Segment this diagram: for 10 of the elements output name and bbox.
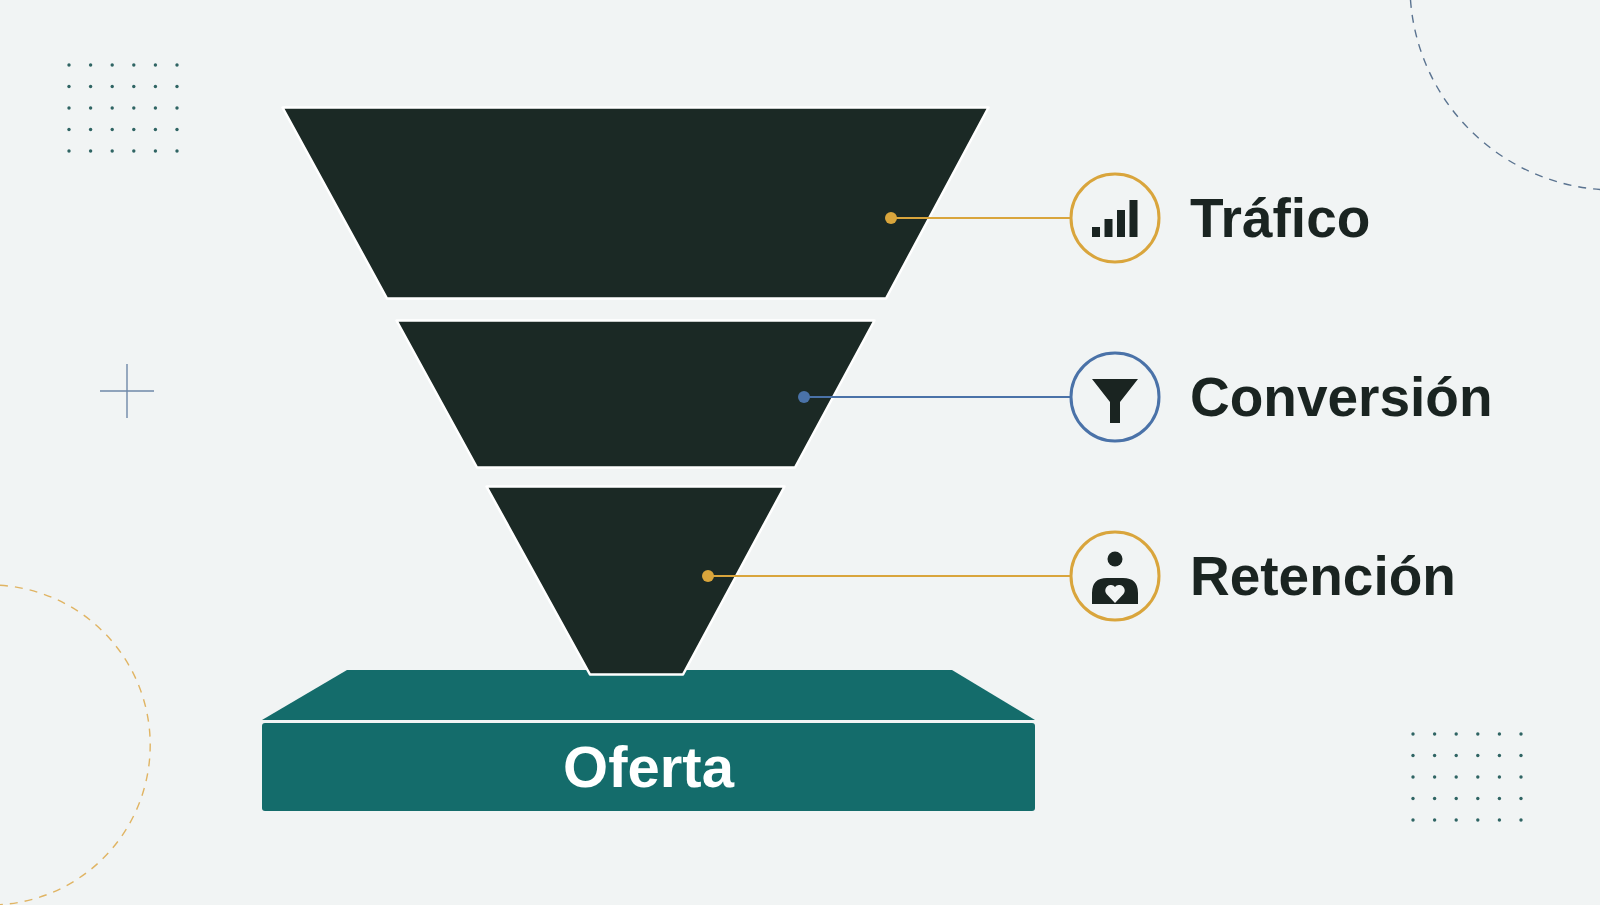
stage-label: Conversión [1190,365,1493,430]
funnel-segment [485,485,786,676]
stage-label: Tráfico [1190,186,1371,251]
leader-line [885,212,1071,224]
funnel-segment [281,106,990,300]
leader-line [702,570,1071,582]
base-label: Oferta [563,733,734,802]
stage-label: Retención [1190,544,1456,609]
leader-line [798,391,1071,403]
funnel-segment [395,319,876,469]
